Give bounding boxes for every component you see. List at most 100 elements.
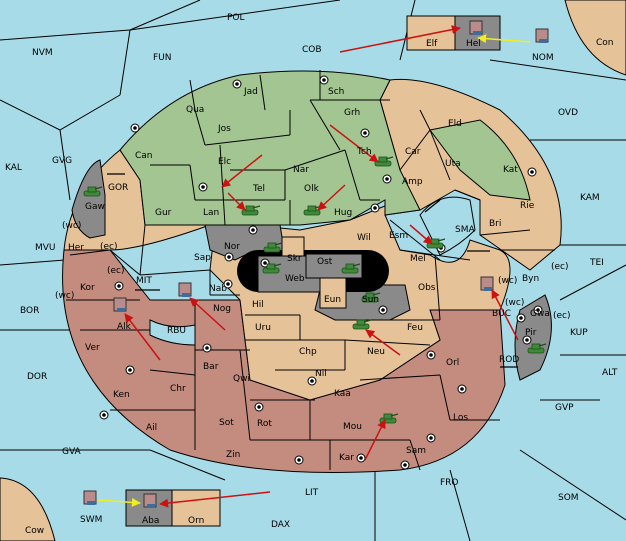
label-wc4: (wc) [505,298,524,308]
label-zin: Zin [226,450,240,460]
label-gvg: GVG [52,156,72,166]
label-mit: MIT [136,276,152,286]
map-labels: POL NVM FUN COB NOM Con OVD KAL GVG KAM … [5,13,618,536]
label-eun: Eun [324,295,341,305]
label-pir: Pir [525,328,537,338]
label-tch: Tch [356,147,372,157]
label-wc3: (wc) [55,291,74,301]
label-gor: GOR [108,183,128,193]
label-orl: Orl [446,358,459,368]
supply-centers [99,75,543,470]
label-alt: ALT [602,368,618,378]
label-kam: KAM [580,193,600,203]
label-sma: SMA [455,225,475,235]
label-wc1: (wc) [62,221,81,231]
label-chp: Chp [299,347,317,357]
label-nvm: NVM [32,48,53,58]
label-jos: Jos [217,124,231,134]
label-car: Car [405,147,421,157]
label-chr: Chr [170,384,186,394]
fleet-unit-swm [83,490,97,506]
label-olk: Olk [304,184,320,194]
label-jad: Jad [243,87,258,97]
label-grh: Grh [344,108,360,118]
label-nom: NOM [532,53,554,63]
land-elf [406,15,456,51]
label-ost: Ost [317,257,333,267]
label-ail: Ail [146,423,157,433]
label-dor: DOR [27,372,47,382]
label-sch: Sch [328,87,344,97]
label-rie: Rie [520,201,535,211]
label-som: SOM [558,493,579,503]
label-los: Los [453,413,468,423]
label-bor: BOR [20,306,39,316]
label-swm: SWM [80,515,102,525]
label-kal: KAL [5,163,22,173]
label-neu: Neu [367,347,385,357]
label-tei: TEI [589,258,604,268]
label-orn: Orn [188,516,204,526]
label-nar: Nar [293,165,309,175]
label-skr: Skr [287,254,302,264]
fleet-unit-aba [143,493,157,509]
label-pol: POL [227,13,245,23]
label-qua: Qua [186,105,204,115]
label-obs: Obs [418,283,436,293]
label-feu: Feu [407,323,423,333]
label-mou: Mou [343,422,362,432]
label-aba: Aba [142,516,159,526]
label-nil: Nil [315,369,327,379]
label-gur: Gur [155,208,172,218]
strait-links [107,173,518,368]
label-fun: FUN [153,53,172,63]
label-gvp: GVP [555,403,574,413]
label-hug: Hug [334,208,352,218]
label-kar: Kar [339,453,354,463]
label-ec4: (ec) [553,311,571,321]
label-uta: Uta [445,159,461,169]
land-gaw [71,159,106,239]
label-ver: Ver [85,343,100,353]
label-gaw: Gaw [85,202,105,212]
land-eun [319,277,347,309]
label-gva: GVA [62,447,82,457]
label-eld: Eld [448,119,462,129]
label-nab: Nab [209,284,227,294]
label-hil: Hil [252,300,264,310]
label-dax: DAX [271,520,290,530]
label-kor: Kor [80,283,95,293]
label-can: Can [135,151,153,161]
fleet-unit-nab [178,282,192,298]
label-buc: BUC [492,309,511,319]
label-kat: Kat [503,165,518,175]
label-elf: Elf [426,39,438,49]
land-east-green [429,119,531,201]
label-her: Her [68,243,84,253]
label-lit: LIT [305,488,319,498]
label-ec1: (ec) [100,242,118,252]
label-ec3: (ec) [107,266,125,276]
label-sap: Sap [194,253,211,263]
label-mel: Mel [410,254,426,264]
fleet-unit-nom [535,28,549,44]
label-wil: Wil [357,233,371,243]
label-wc2: (wc) [498,276,517,286]
label-con: Con [596,38,614,48]
label-byn: Byn [522,274,539,284]
label-alk: Alk [117,322,132,332]
fleet-unit-hel [469,20,483,36]
fleet-unit-alk [113,297,127,313]
label-ovd: OVD [558,108,578,118]
land-orn [171,489,221,527]
label-esm: Esm [389,231,408,241]
label-sam: Sam [406,446,426,456]
label-sun: Sun [362,295,379,305]
fleet-unit-buc [480,276,494,292]
label-rot: Rot [257,419,272,429]
label-elc: Elc [218,157,231,167]
label-qwi: Qwi [233,374,250,384]
order-arrows [97,25,531,508]
